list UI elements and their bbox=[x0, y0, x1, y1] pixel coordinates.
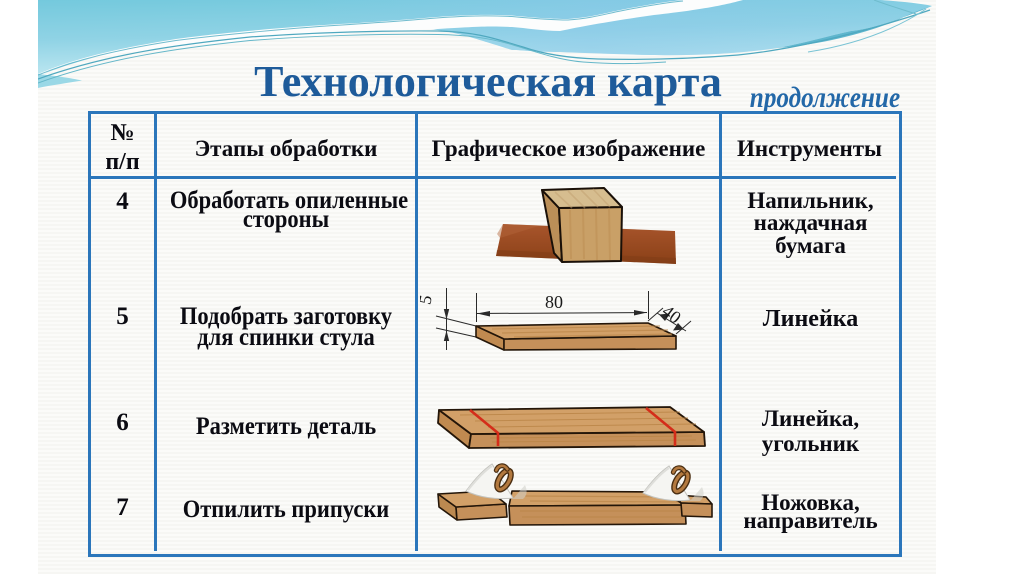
svg-text:5: 5 bbox=[420, 293, 436, 306]
svg-text:40: 40 bbox=[658, 301, 684, 328]
svg-text:80: 80 bbox=[545, 292, 563, 312]
